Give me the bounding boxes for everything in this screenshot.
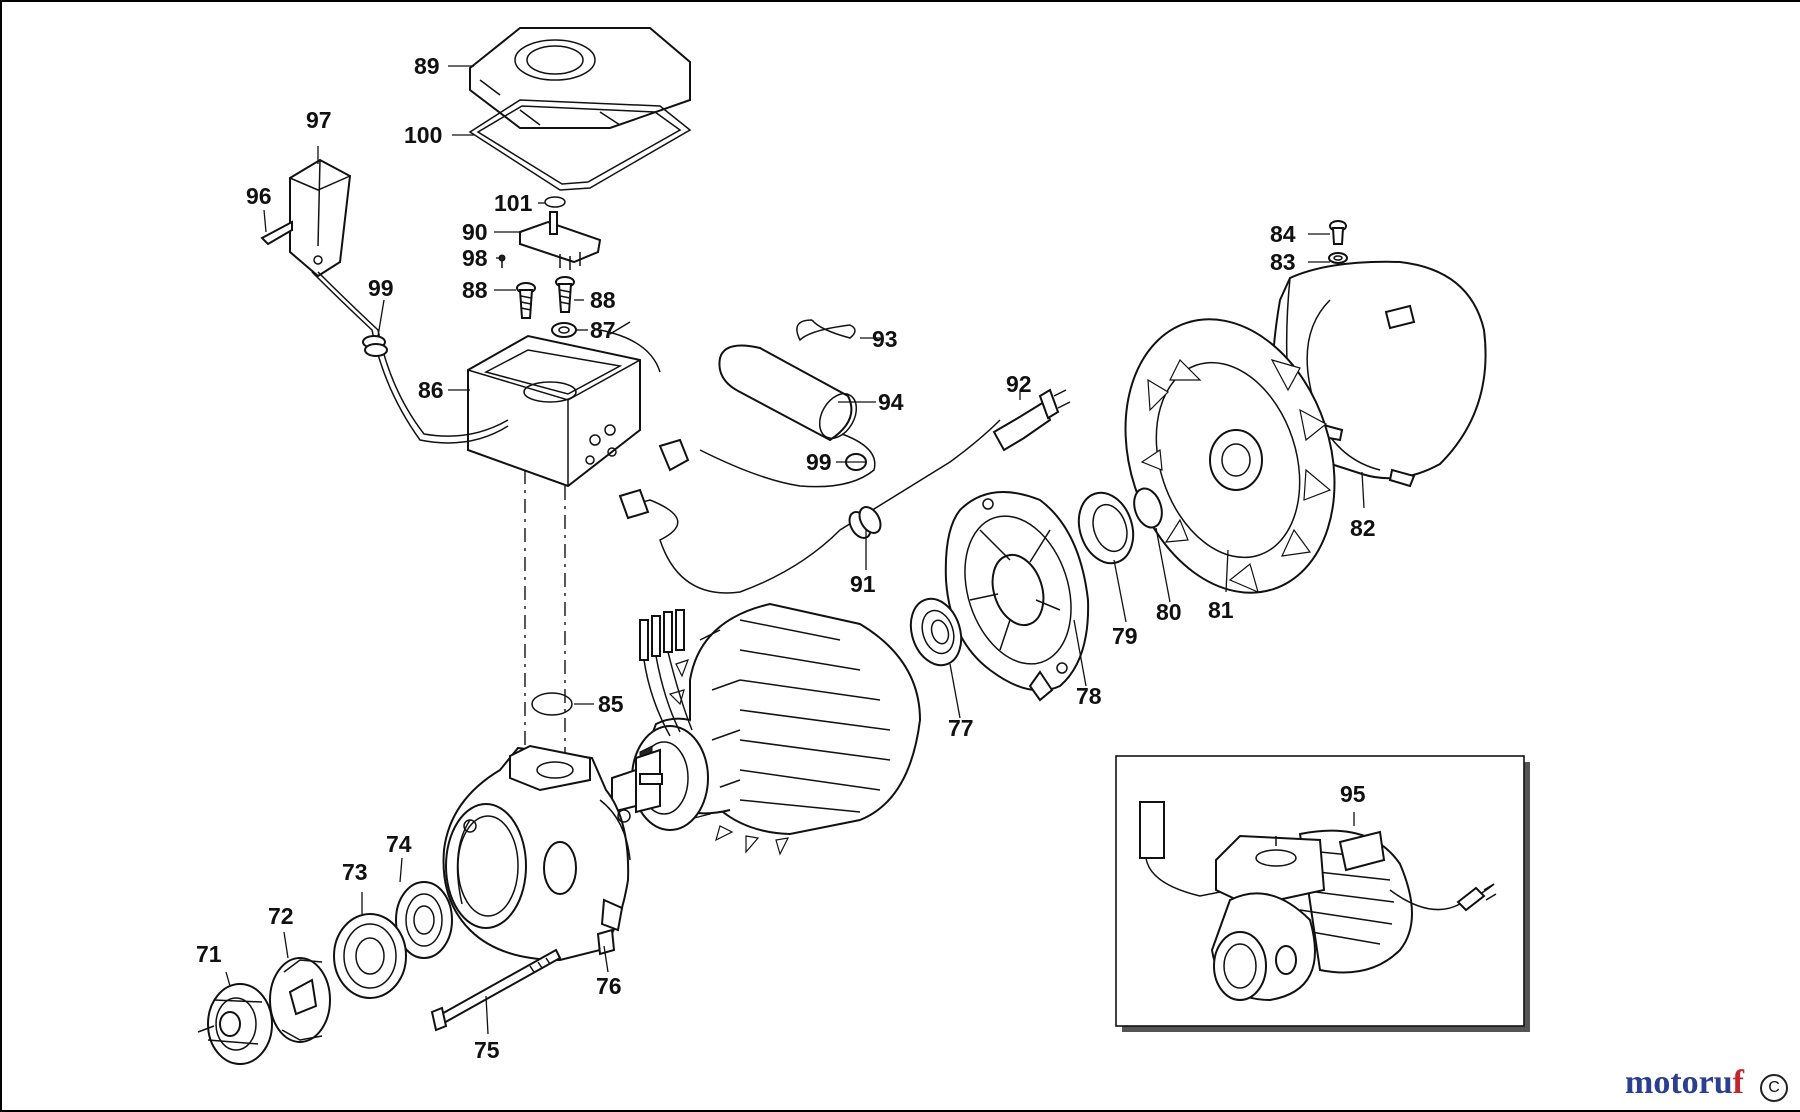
frame-left-edge (0, 0, 2, 1112)
callout-96: 96 (246, 183, 272, 209)
callout-93: 93 (872, 326, 898, 352)
part-91-grommet[interactable] (845, 503, 885, 541)
part-73-bearing[interactable] (333, 913, 407, 999)
callout-81: 81 (1208, 597, 1234, 623)
part-76-drain[interactable] (596, 928, 616, 956)
part-79-seal[interactable] (1070, 486, 1142, 571)
callout-100: 100 (404, 122, 442, 148)
callout-88-right: 88 (590, 287, 616, 313)
part-83-washer[interactable] (1328, 252, 1348, 264)
part-72-diffuser[interactable] (269, 957, 331, 1043)
callout-87: 87 (590, 317, 616, 343)
part-94-capacitor[interactable] (658, 344, 876, 488)
part-80-ring[interactable] (1129, 485, 1166, 531)
callout-77: 77 (948, 715, 974, 741)
frame-top-edge (0, 0, 1800, 2)
frame-bottom-edge (0, 1110, 1800, 1112)
callout-80: 80 (1156, 599, 1182, 625)
callout-71: 71 (196, 941, 222, 967)
callout-89: 89 (414, 53, 440, 79)
callout-90: 90 (462, 219, 488, 245)
callout-97: 97 (306, 107, 332, 133)
callout-99-top: 99 (368, 275, 394, 301)
motor-stator-rotor[interactable] (611, 602, 922, 856)
callout-79: 79 (1112, 623, 1138, 649)
copyright-corner-mark: C (1760, 1074, 1788, 1102)
part-85-oring[interactable] (531, 692, 573, 716)
part-97-switch[interactable] (289, 158, 352, 278)
part-84-screw[interactable] (1329, 220, 1347, 245)
part-86-terminal-box[interactable] (467, 321, 661, 488)
part-93-cable-tie[interactable] (796, 319, 856, 342)
callout-76: 76 (596, 973, 622, 999)
callout-95: 95 (1340, 781, 1366, 807)
watermark-text-blue: motoru (1625, 1064, 1733, 1101)
callout-82: 82 (1350, 515, 1376, 541)
callout-75: 75 (474, 1037, 500, 1063)
part-99-grommet-top[interactable] (362, 335, 388, 357)
part-78-end-shield[interactable] (944, 491, 1090, 702)
callout-98: 98 (462, 245, 488, 271)
part-101-oring[interactable] (544, 196, 566, 208)
part-74-shaft-seal[interactable] (395, 881, 453, 959)
leader-lines (225, 65, 1365, 1035)
part-88-screw-right[interactable] (555, 276, 575, 313)
part-81-fan[interactable] (1092, 292, 1369, 620)
callout-91: 91 (850, 571, 876, 597)
motoruf-watermark-logo: motoruf (1625, 1064, 1744, 1102)
callout-94: 94 (878, 389, 904, 415)
callout-labels: 89 100 101 90 98 88 88 87 86 97 96 99 93… (196, 53, 1376, 1063)
callout-72: 72 (268, 903, 294, 929)
callout-73: 73 (342, 859, 368, 885)
callout-99-capacitor: 99 (806, 449, 832, 475)
callout-85: 85 (598, 691, 624, 717)
part-100-gasket[interactable] (468, 99, 692, 191)
part-90-switch-plate[interactable] (519, 211, 602, 270)
switch-cable (311, 271, 509, 444)
part-95-inset-assembly[interactable] (1115, 755, 1530, 1032)
part-96-switch-lever[interactable] (260, 220, 293, 246)
part-71-impeller[interactable] (197, 983, 273, 1065)
callout-78: 78 (1076, 683, 1102, 709)
callout-88-left: 88 (462, 277, 488, 303)
callout-74: 74 (386, 831, 412, 857)
part-75-tie-bolt[interactable] (430, 948, 562, 1032)
callout-92: 92 (1006, 371, 1032, 397)
watermark-text-red: f (1732, 1064, 1744, 1101)
part-88-screw-left[interactable] (516, 282, 536, 319)
part-98-screw[interactable] (498, 254, 506, 268)
part-89-cover[interactable] (469, 27, 691, 129)
pump-housing[interactable] (442, 744, 631, 962)
callout-84: 84 (1270, 221, 1296, 247)
part-92-plug[interactable] (992, 388, 1071, 452)
callout-83: 83 (1270, 249, 1296, 275)
callout-86: 86 (418, 377, 444, 403)
part-87-washer[interactable] (551, 322, 577, 338)
part-77-bearing[interactable] (903, 592, 970, 672)
callout-101: 101 (494, 190, 533, 216)
lead-wire (627, 419, 1001, 594)
